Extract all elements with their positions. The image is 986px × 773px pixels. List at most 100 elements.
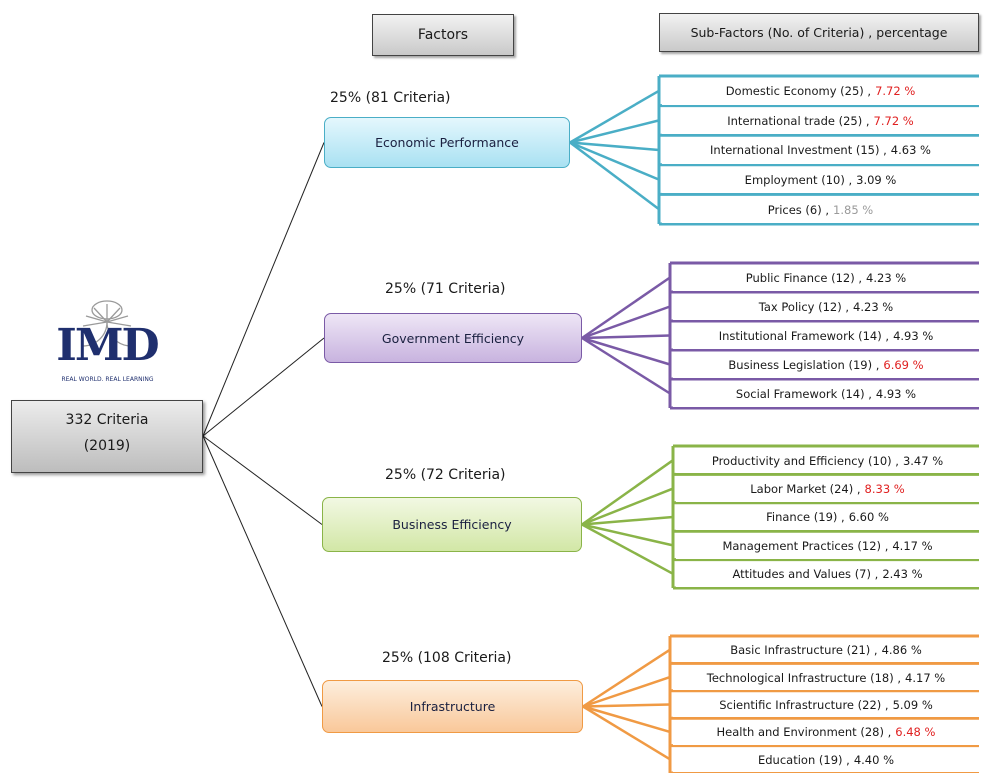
economic-performance-fan-line bbox=[569, 141, 660, 211]
economic-performance-fan-line bbox=[569, 141, 660, 181]
business-efficiency-share-label: 25% (72 Criteria) bbox=[385, 467, 506, 483]
subfactor-percentage: 3.47 % bbox=[902, 453, 944, 468]
government-efficiency-share-label: 25% (71 Criteria) bbox=[385, 281, 506, 297]
root-line-1: 332 Criteria bbox=[65, 412, 149, 428]
logo-wordmark: IMD bbox=[56, 320, 159, 371]
subfactor-label: Productivity and Efficiency (10) , bbox=[711, 453, 899, 468]
logo-tagline: REAL WORLD. REAL LEARNING bbox=[61, 376, 154, 383]
subfactor-row: Finance (19) ,6.60 % bbox=[676, 504, 979, 531]
subfactor-percentage: 4.40 % bbox=[853, 752, 895, 767]
subfactor-label: International Investment (15) , bbox=[710, 143, 887, 158]
root-connector-government-efficiency bbox=[202, 337, 325, 437]
subfactor-row: Institutional Framework (14) ,4.93 % bbox=[673, 323, 979, 349]
factors-header: Factors bbox=[372, 14, 514, 56]
subfactor-row: Tax Policy (12) ,4.23 % bbox=[673, 294, 979, 320]
subfactor-percentage: 7.72 % bbox=[875, 84, 916, 99]
subfactor-label: Finance (19) , bbox=[766, 510, 845, 525]
subfactor-label: Technological Infrastructure (18) , bbox=[706, 670, 902, 685]
economic-performance-share-label: 25% (81 Criteria) bbox=[330, 90, 451, 106]
subfactors-header: Sub-Factors (No. of Criteria) , percenta… bbox=[659, 13, 979, 52]
subfactor-row: Labor Market (24) ,8.33 % bbox=[676, 476, 979, 502]
subfactor-label: Labor Market (24) , bbox=[750, 482, 861, 497]
subfactor-label: Scientific Infrastructure (22) , bbox=[719, 697, 889, 712]
infrastructure-share-label: 25% (108 Criteria) bbox=[382, 650, 512, 666]
subfactor-percentage: 4.93 % bbox=[875, 387, 917, 401]
subfactor-percentage: 3.09 % bbox=[856, 173, 897, 188]
subfactor-label: Institutional Framework (14) , bbox=[718, 329, 890, 343]
subfactor-row: Basic Infrastructure (21) ,4.86 % bbox=[673, 638, 979, 663]
root-connector-business-efficiency bbox=[202, 435, 323, 525]
imd-logo-icon bbox=[82, 300, 132, 347]
infrastructure-fan-line bbox=[582, 703, 671, 708]
subfactor-row: Scientific Infrastructure (22) ,5.09 % bbox=[673, 692, 979, 718]
subfactor-row: Public Finance (12) ,4.23 % bbox=[673, 265, 979, 291]
subfactor-percentage: 4.23 % bbox=[866, 271, 907, 285]
business-efficiency-factor-box: Business Efficiency bbox=[322, 497, 582, 552]
subfactor-label: Attitudes and Values (7) , bbox=[732, 567, 879, 582]
government-efficiency-fan-line bbox=[581, 305, 671, 340]
subfactor-row: Domestic Economy (25) ,7.72 % bbox=[662, 78, 979, 105]
subfactor-percentage: 2.43 % bbox=[882, 567, 923, 582]
subfactor-label: Tax Policy (12) , bbox=[758, 300, 850, 314]
business-efficiency-fan-line bbox=[581, 515, 674, 526]
government-efficiency-fan-line bbox=[581, 334, 671, 340]
subfactor-row: International trade (25) ,7.72 % bbox=[662, 107, 979, 135]
subfactor-label: Management Practices (12) , bbox=[722, 538, 889, 553]
infrastructure-factor-box: Infrastructure bbox=[322, 680, 583, 733]
subfactor-percentage: 4.63 % bbox=[890, 143, 931, 158]
government-efficiency-fan-line bbox=[581, 276, 671, 340]
subfactor-row: Business Legislation (19) ,6.69 % bbox=[673, 352, 979, 378]
subfactor-percentage: 4.86 % bbox=[881, 643, 922, 658]
subfactor-label: Business Legislation (19) , bbox=[728, 358, 880, 372]
business-efficiency-fan-line bbox=[581, 523, 674, 547]
subfactor-label: Employment (10) , bbox=[744, 173, 853, 188]
subfactor-label: Health and Environment (28) , bbox=[716, 725, 892, 740]
subfactor-percentage: 1.85 % bbox=[833, 202, 874, 217]
subfactor-row: Technological Infrastructure (18) ,4.17 … bbox=[673, 665, 979, 690]
root-connector-economic-performance bbox=[202, 142, 325, 437]
government-efficiency-fan-line bbox=[581, 336, 671, 366]
subfactor-percentage: 6.60 % bbox=[848, 510, 889, 525]
business-efficiency-fan-line bbox=[581, 523, 674, 575]
economic-performance-fan-line bbox=[569, 89, 660, 144]
subfactor-row: Education (19) ,4.40 % bbox=[673, 747, 979, 772]
subfactor-label: Education (19) , bbox=[757, 752, 850, 767]
infrastructure-fan-line bbox=[582, 705, 671, 761]
subfactor-label: Public Finance (12) , bbox=[745, 271, 863, 285]
subfactor-percentage: 4.17 % bbox=[905, 670, 946, 685]
subfactor-percentage: 4.23 % bbox=[853, 300, 894, 314]
subfactor-label: Social Framework (14) , bbox=[735, 387, 872, 401]
subfactor-row: Management Practices (12) ,4.17 % bbox=[676, 533, 979, 559]
subfactor-row: Employment (10) ,3.09 % bbox=[662, 166, 979, 194]
subfactor-row: Health and Environment (28) ,6.48 % bbox=[673, 720, 979, 745]
subfactor-percentage: 8.33 % bbox=[864, 482, 905, 497]
government-efficiency-factor-box: Government Efficiency bbox=[324, 313, 582, 363]
subfactor-row: Prices (6) ,1.85 % bbox=[662, 196, 979, 223]
economic-performance-factor-box: Economic Performance bbox=[324, 117, 570, 168]
root-line-2: (2019) bbox=[83, 438, 131, 454]
government-efficiency-fan-line bbox=[581, 336, 671, 395]
subfactor-label: Basic Infrastructure (21) , bbox=[730, 643, 878, 658]
infrastructure-fan-line bbox=[582, 648, 671, 708]
business-efficiency-fan-line bbox=[581, 459, 674, 526]
subfactor-row: Productivity and Efficiency (10) ,3.47 % bbox=[676, 448, 979, 474]
subfactor-percentage: 6.69 % bbox=[883, 358, 924, 372]
subfactor-label: Domestic Economy (25) , bbox=[725, 84, 872, 99]
subfactor-row: Social Framework (14) ,4.93 % bbox=[673, 381, 979, 407]
subfactor-row: Attitudes and Values (7) ,2.43 % bbox=[676, 561, 979, 587]
economic-performance-fan-line bbox=[569, 119, 660, 144]
root-criteria-box: 332 Criteria (2019) bbox=[11, 400, 203, 473]
business-efficiency-fan-line bbox=[581, 487, 674, 526]
infrastructure-fan-line bbox=[582, 705, 671, 734]
subfactors-header-label: Sub-Factors (No. of Criteria) , percenta… bbox=[690, 25, 948, 40]
factors-header-label: Factors bbox=[417, 27, 469, 43]
subfactor-percentage: 6.48 % bbox=[895, 725, 936, 740]
root-connector-infrastructure bbox=[202, 435, 323, 707]
subfactor-percentage: 4.93 % bbox=[893, 329, 934, 343]
subfactor-percentage: 5.09 % bbox=[892, 697, 933, 712]
economic-performance-fan-line bbox=[569, 141, 660, 152]
subfactor-row: International Investment (15) ,4.63 % bbox=[662, 137, 979, 164]
subfactor-label: International trade (25) , bbox=[727, 113, 870, 128]
subfactor-percentage: 4.17 % bbox=[892, 538, 933, 553]
